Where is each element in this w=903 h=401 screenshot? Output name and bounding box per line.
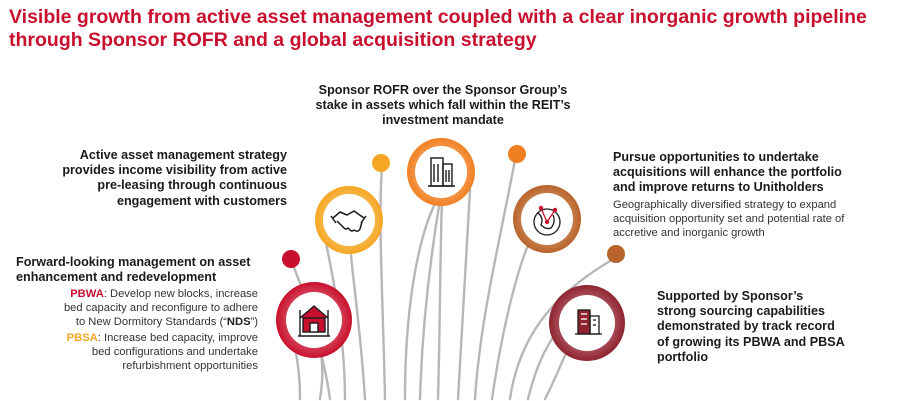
pillar-top-heading: Sponsor ROFR over the Sponsor Group’s st… bbox=[315, 83, 571, 128]
office-buildings-icon bbox=[575, 309, 602, 335]
pillar-left-lower-heading: Forward-looking management on asset enha… bbox=[16, 255, 251, 285]
dot-brown bbox=[607, 245, 625, 263]
building-icon bbox=[428, 157, 455, 187]
pbsa-tag: PBSA bbox=[66, 332, 98, 344]
pillar-left-upper-badge bbox=[315, 186, 383, 254]
pbwa-bold: NDS bbox=[226, 316, 251, 328]
pillar-left-lower-badge bbox=[276, 282, 352, 358]
house-icon bbox=[298, 305, 330, 337]
pbwa-tag: PBWA bbox=[70, 288, 104, 300]
pillar-top-badge bbox=[407, 138, 475, 206]
globe-network-icon bbox=[533, 205, 561, 236]
pillar-right-lower-badge bbox=[549, 285, 625, 361]
dot-orange bbox=[508, 145, 526, 163]
pillar-right-upper-heading: Pursue opportunities to undertake acquis… bbox=[613, 150, 842, 195]
handshake-icon bbox=[330, 210, 367, 232]
dot-red bbox=[282, 250, 300, 268]
pillar-right-lower-heading: Supported by Sponsor’s strong sourcing c… bbox=[657, 289, 845, 364]
dot-amber bbox=[372, 154, 390, 172]
page-title: Visible growth from active asset managem… bbox=[9, 6, 867, 51]
pillar-left-upper-heading: Active asset management strategy provide… bbox=[62, 148, 287, 208]
pillar-right-upper-detail: Geographically diversified strategy to e… bbox=[613, 199, 845, 239]
pillar-left-lower-point-pbwa: PBWA: Develop new blocks, increase bed c… bbox=[62, 287, 258, 329]
pbwa-after: ”) bbox=[250, 316, 258, 328]
pbwa-text: : Develop new blocks, increase bed capac… bbox=[63, 288, 258, 328]
pbsa-text: : Increase bed capacity, improve bed con… bbox=[91, 332, 258, 372]
pillar-right-upper-badge bbox=[513, 185, 581, 253]
pillar-left-lower-point-pbsa: PBSA: Increase bed capacity, improve bed… bbox=[62, 331, 258, 373]
